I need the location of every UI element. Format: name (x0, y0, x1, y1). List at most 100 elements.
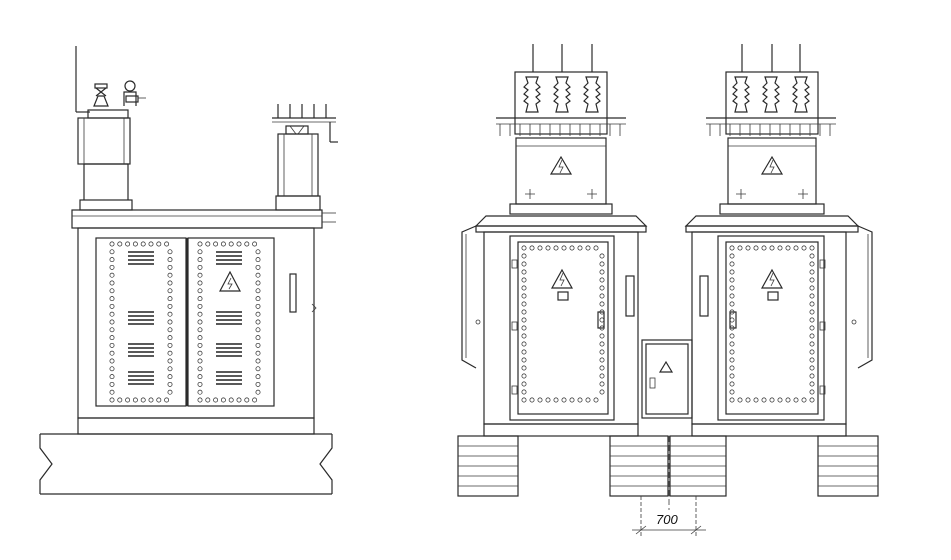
rivet (255, 335, 261, 341)
rivet (167, 381, 173, 387)
rivet (228, 241, 234, 247)
rivet (793, 245, 799, 251)
rivet (569, 397, 575, 403)
rivet (599, 277, 605, 283)
rivet (167, 311, 173, 317)
rivet (164, 241, 170, 247)
rivet (255, 358, 261, 364)
rivet (197, 342, 203, 348)
dimension-label: 700 (656, 512, 678, 527)
rivet (197, 319, 203, 325)
rivet (109, 389, 115, 395)
rivet (197, 257, 203, 263)
rivet (109, 366, 115, 372)
rivet (521, 325, 527, 331)
front-view: 700 (457, 44, 879, 536)
rivet (167, 350, 173, 356)
rivet (167, 327, 173, 333)
rivet (729, 349, 735, 355)
rivet (109, 335, 115, 341)
rivet (109, 241, 115, 247)
rivet (197, 397, 203, 403)
rivet (599, 261, 605, 267)
rivet (197, 327, 203, 333)
rivet (197, 311, 203, 317)
rivet (809, 253, 815, 259)
rivet (252, 397, 258, 403)
rivet (521, 357, 527, 363)
rivet (109, 319, 115, 325)
rivet (521, 317, 527, 323)
rivet (521, 381, 527, 387)
rivet (545, 245, 551, 251)
rivet (809, 349, 815, 355)
rivet (729, 285, 735, 291)
rivet (521, 261, 527, 267)
rivet (252, 241, 258, 247)
rivet (197, 366, 203, 372)
rivet (197, 249, 203, 255)
rivet (737, 397, 743, 403)
rivet (809, 341, 815, 347)
rivet (593, 397, 599, 403)
rivet (521, 285, 527, 291)
rivet (197, 288, 203, 294)
rivet (255, 319, 261, 325)
rivet (729, 269, 735, 275)
rivet (255, 303, 261, 309)
rivet (109, 272, 115, 278)
rivet (167, 264, 173, 270)
rivet (167, 358, 173, 364)
rivet (164, 397, 170, 403)
rivet (809, 357, 815, 363)
rivet (737, 245, 743, 251)
rivet (545, 397, 551, 403)
rivet (577, 397, 583, 403)
rivet (156, 397, 162, 403)
rivet (777, 397, 783, 403)
rivet (140, 397, 146, 403)
rivet (729, 341, 735, 347)
rivet (167, 342, 173, 348)
rivet (255, 374, 261, 380)
rivet (599, 341, 605, 347)
rivet (729, 293, 735, 299)
rivet (529, 245, 535, 251)
rivet (197, 280, 203, 286)
rivet (236, 397, 242, 403)
rivet (244, 397, 250, 403)
rivet (521, 349, 527, 355)
rivet (197, 358, 203, 364)
side-view (39, 46, 338, 495)
rivet (255, 311, 261, 317)
rivet (109, 327, 115, 333)
rivet (255, 272, 261, 278)
rivet (809, 245, 815, 251)
rivet (148, 241, 154, 247)
rivet (753, 397, 759, 403)
rivet (521, 269, 527, 275)
rivet (521, 293, 527, 299)
rivet (244, 241, 250, 247)
rivet (809, 317, 815, 323)
side-view-handle (289, 273, 297, 313)
rivet (769, 397, 775, 403)
rivet (753, 245, 759, 251)
dimension-700: 700 (632, 436, 706, 536)
rivet (228, 397, 234, 403)
rivet (197, 296, 203, 302)
rivet (109, 381, 115, 387)
rivet (729, 301, 735, 307)
rivet (553, 397, 559, 403)
rivet (729, 253, 735, 259)
rivet (599, 301, 605, 307)
rivet (109, 264, 115, 270)
rivet (809, 309, 815, 315)
rivet (255, 327, 261, 333)
rivet (197, 350, 203, 356)
rivet (809, 373, 815, 379)
rivet (148, 397, 154, 403)
rivet (801, 245, 807, 251)
rivet (109, 358, 115, 364)
rivet (255, 280, 261, 286)
